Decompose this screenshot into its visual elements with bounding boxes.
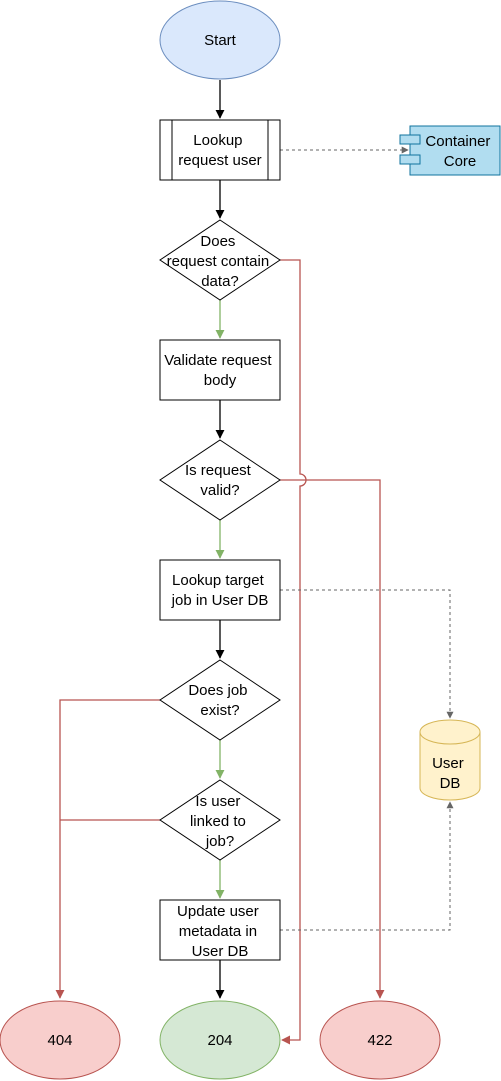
- lookup-job-node: Lookup target job in User DB: [159, 559, 281, 621]
- edge-contains-data-no-to-204: [280, 259, 307, 1045]
- response-422-node: 422: [319, 1000, 441, 1080]
- start-label: Start: [204, 32, 237, 49]
- user-linked-decision: Is user linked to job?: [159, 779, 281, 861]
- user-db-node: User DB: [419, 719, 481, 801]
- user-linked-label: Is user linked to job?: [190, 793, 250, 850]
- edge-job-exists-no-to-404: [55, 699, 160, 999]
- lookup-job-label: Lookup target job in User DB: [171, 572, 269, 609]
- response-204-node: 204: [159, 1000, 281, 1080]
- response-404-node: 404: [0, 1000, 121, 1080]
- validate-body-label: Validate request body: [164, 352, 275, 389]
- request-valid-decision: Is request valid?: [159, 439, 281, 521]
- update-metadata-label: Update user metadata in User DB: [177, 903, 263, 960]
- user-db-label: User DB: [432, 755, 468, 792]
- edge-request-valid-no-to-422: [280, 479, 385, 999]
- edges: [55, 80, 454, 1045]
- component-icon-top: [399, 134, 421, 145]
- lookup-user-label: Lookup request user: [178, 132, 261, 169]
- start-node: Start: [159, 0, 281, 80]
- job-exists-label: Does job exist?: [188, 682, 251, 719]
- lookup-user-node: Lookup request user: [159, 119, 281, 181]
- container-core-node: Container Core: [399, 125, 501, 176]
- edge-lookup-job-to-user-db: [280, 589, 454, 719]
- response-422-label: 422: [367, 1032, 392, 1049]
- validate-body-node: Validate request body: [159, 339, 281, 401]
- edge-update-to-user-db: [280, 801, 454, 931]
- contains-data-label: Does request contain data?: [167, 233, 274, 290]
- request-valid-label: Is request valid?: [185, 462, 255, 499]
- response-404-label: 404: [47, 1032, 72, 1049]
- database-icon: [419, 732, 481, 801]
- update-metadata-node: Update user metadata in User DB: [159, 899, 281, 961]
- job-exists-decision: Does job exist?: [159, 659, 281, 741]
- response-204-label: 204: [207, 1032, 232, 1049]
- container-core-label: Container Core: [425, 133, 494, 170]
- contains-data-decision: Does request contain data?: [159, 219, 281, 301]
- component-icon-bottom: [399, 154, 421, 165]
